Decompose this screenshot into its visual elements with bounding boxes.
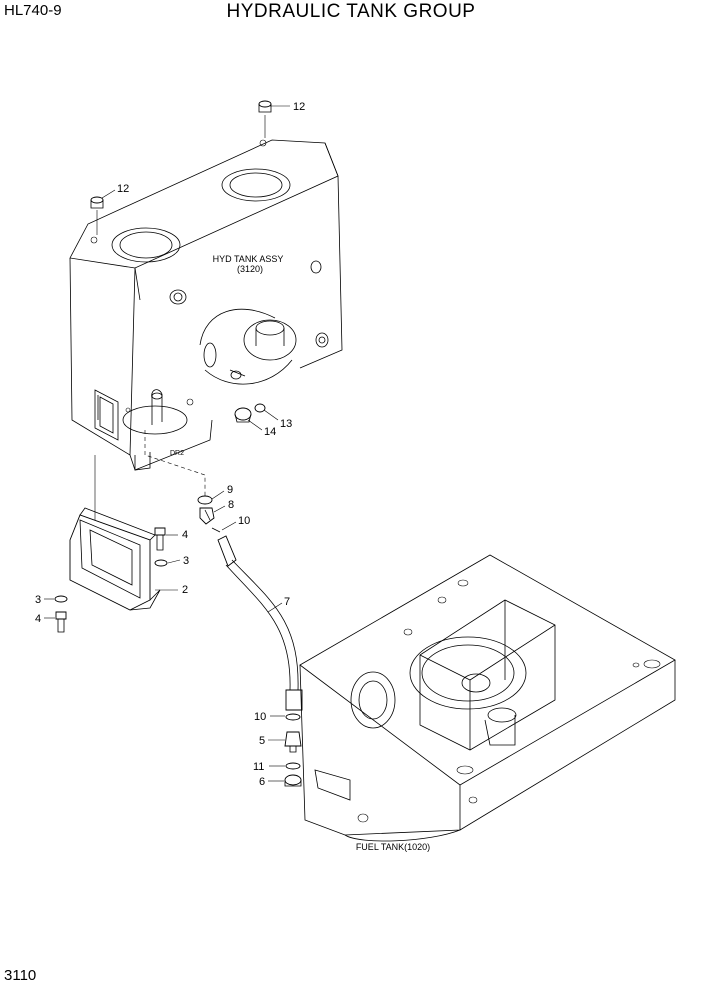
connector-5	[284, 731, 302, 753]
callout-2: 2	[182, 584, 188, 596]
elbow-fitting-8	[199, 507, 215, 525]
callout-8-leader	[213, 505, 226, 513]
callout-10b: 10	[254, 711, 266, 723]
callout-9: 9	[227, 484, 233, 496]
callout-3a-leader	[167, 559, 181, 564]
bolt-4-upper	[154, 527, 166, 551]
plug-14	[234, 407, 252, 423]
cap-12-lower	[90, 196, 104, 209]
callout-9-leader	[211, 490, 225, 500]
callout-14: 14	[264, 426, 276, 438]
callout-3b: 3	[35, 594, 41, 606]
washer-3-upper	[154, 559, 168, 567]
drain-leader	[144, 430, 206, 500]
callout-12b-leader	[101, 189, 116, 199]
callout-13-leader	[263, 409, 279, 421]
callout-5: 5	[259, 735, 265, 747]
callout-13: 13	[280, 418, 292, 430]
callout-4a: 4	[182, 529, 188, 541]
o-ring-10-upper	[211, 527, 221, 533]
fuel-tank-caption: FUEL TANK(1020)	[356, 842, 430, 852]
callout-12a: 12	[293, 101, 305, 113]
callout-8: 8	[228, 499, 234, 511]
callout-12b: 12	[117, 183, 129, 195]
o-ring-11	[285, 762, 301, 770]
callout-14-leader	[247, 419, 263, 431]
callout-10a-leader	[221, 521, 237, 531]
hyd-tank-caption: HYD TANK ASSY	[213, 254, 284, 264]
o-ring-10-lower	[285, 713, 301, 721]
callout-10a: 10	[238, 515, 250, 527]
callout-6: 6	[259, 776, 265, 788]
guard-bracket	[69, 507, 161, 611]
callout-7-leader	[267, 602, 283, 613]
page-title: HYDRAULIC TANK GROUP	[226, 1, 476, 22]
hydraulic-tank	[69, 139, 343, 471]
callout-3a: 3	[183, 555, 189, 567]
o-ring-9	[197, 495, 213, 505]
model-number: HL740-9	[4, 2, 62, 19]
bolt-4-lower	[55, 611, 67, 633]
hyd-tank-ref: (3120)	[237, 264, 263, 274]
page-number: 3110	[4, 967, 37, 984]
adapter-6	[284, 774, 302, 787]
callout-7: 7	[284, 596, 290, 608]
cap-12-upper	[258, 100, 272, 113]
callout-11: 11	[253, 761, 264, 773]
fuel-tank	[299, 554, 676, 842]
hose-7	[217, 535, 303, 711]
dr2-label: DR2	[170, 450, 184, 457]
washer-3-lower	[54, 595, 68, 603]
o-ring-13	[254, 403, 266, 413]
callout-4b: 4	[35, 613, 41, 625]
